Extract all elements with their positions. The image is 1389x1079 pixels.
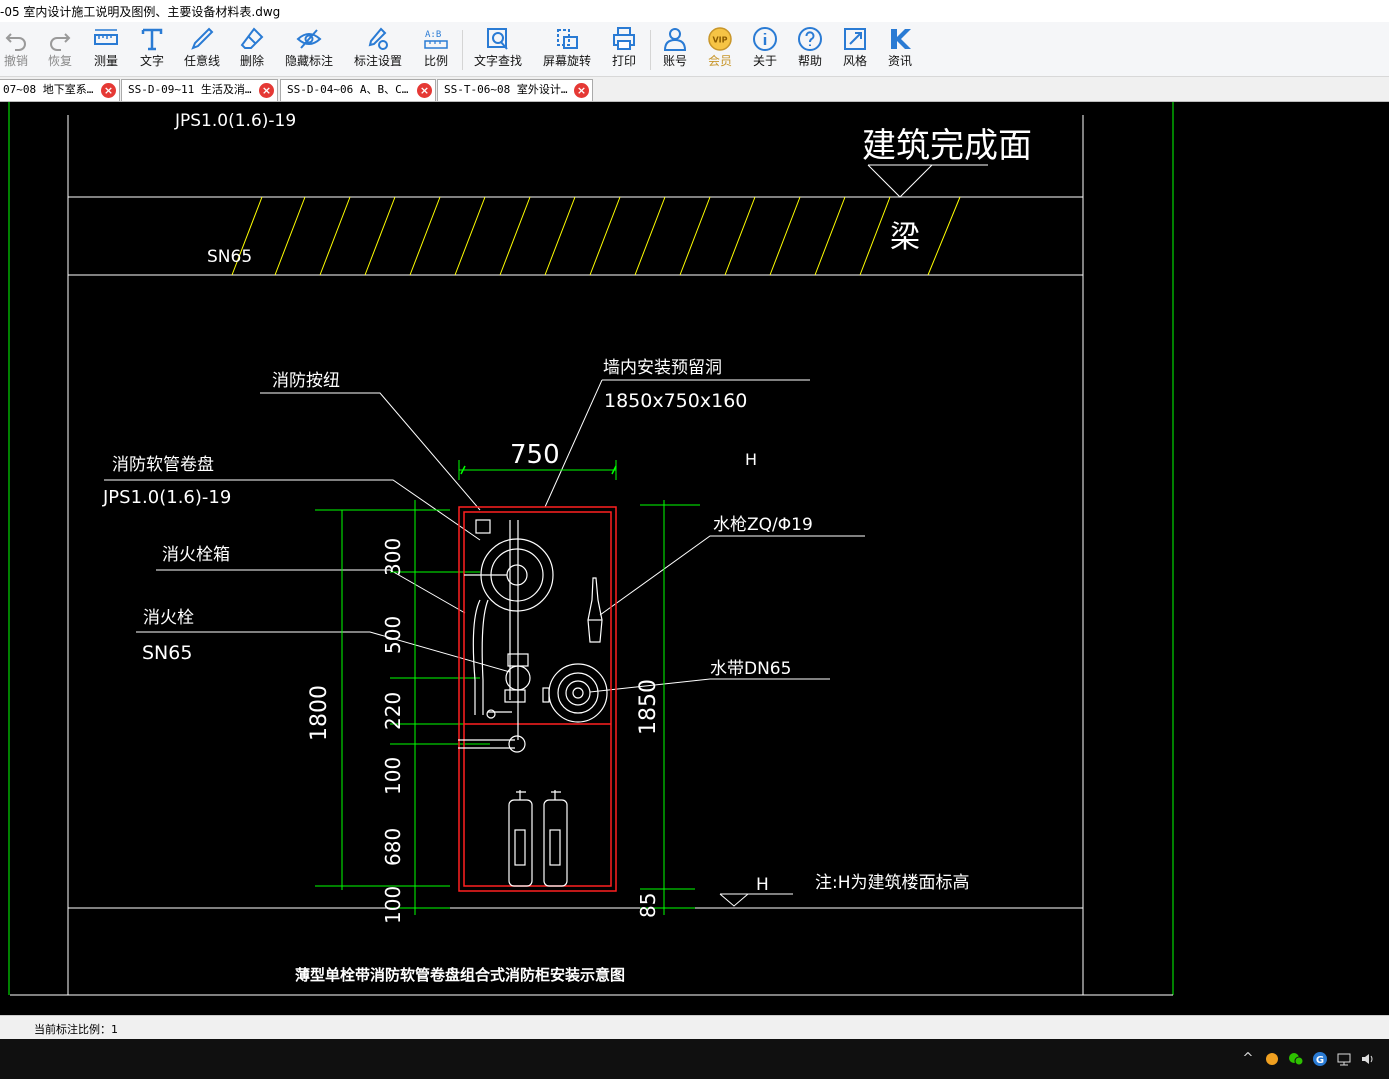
user-icon: [663, 28, 687, 51]
os-taskbar: ^ G: [0, 1039, 1389, 1079]
elevation-note: 注:H为建筑楼面标高: [815, 873, 970, 893]
dim-1850: 1850: [636, 679, 661, 735]
main-toolbar: 撤销 恢复 测量 文字 任意线 删除 隐藏标注 标注设置 A:B 比例 文字查找…: [0, 22, 1389, 77]
h-marker-top: H: [745, 450, 757, 469]
measure-icon: [94, 29, 118, 45]
tab-document-2[interactable]: SS-D-09~11 生活及消… ×: [121, 79, 278, 101]
eraser-icon: [240, 27, 264, 49]
title-bar: -05 室内设计施工说明及图例、主要设备材料表.dwg: [0, 0, 1389, 22]
dim-220: 220: [381, 692, 405, 730]
dim-300: 300: [381, 538, 405, 576]
volume-icon[interactable]: [1360, 1051, 1376, 1067]
freeline-button[interactable]: 任意线: [182, 26, 222, 74]
annotation-settings-button[interactable]: 标注设置: [352, 26, 404, 74]
hose-reel-label: 消防软管卷盘: [112, 455, 214, 475]
beam-label: 梁: [890, 220, 920, 255]
document-tabs: 07~08 地下室系… × SS-D-09~11 生活及消… × SS-D-04…: [0, 77, 1389, 102]
news-button[interactable]: 资讯: [884, 26, 916, 74]
tab-document-1[interactable]: 07~08 地下室系… ×: [0, 79, 120, 101]
annotation-settings-icon: [368, 27, 388, 50]
close-icon[interactable]: ×: [574, 83, 589, 98]
style-button[interactable]: 风格: [839, 26, 871, 74]
chevron-up-icon[interactable]: ^: [1242, 1051, 1254, 1066]
svg-text:G: G: [1316, 1055, 1324, 1066]
reserved-hole-size: 1850x750x160: [604, 390, 747, 412]
dim-100-bottom: 100: [381, 886, 405, 924]
about-button[interactable]: 关于: [749, 26, 781, 74]
hydrant-label: 消火栓: [143, 608, 194, 628]
redo-icon: [50, 33, 71, 51]
news-icon: [891, 29, 911, 49]
text-search-icon: [487, 28, 508, 50]
vip-icon: VIP: [708, 27, 732, 51]
redo-button[interactable]: 恢复: [44, 26, 76, 74]
status-bar: 当前标注比例：1: [0, 1015, 1389, 1040]
dim-100-mid: 100: [381, 757, 405, 795]
vip-button[interactable]: VIP 会员: [704, 26, 736, 74]
hose-label: 水带DN65: [710, 659, 791, 679]
style-icon: [844, 28, 866, 50]
hydrant-model: SN65: [142, 642, 192, 664]
close-icon[interactable]: ×: [417, 83, 432, 98]
width-dimension: 750: [510, 440, 560, 470]
close-icon[interactable]: ×: [101, 83, 116, 98]
drawing-caption: 薄型单栓带消防软管卷盘组合式消防柜安装示意图: [295, 966, 625, 984]
svg-text:A:B: A:B: [425, 30, 441, 40]
h-floor-marker: H: [756, 875, 769, 895]
app-tray-icon[interactable]: [1264, 1051, 1280, 1067]
printer-icon: [613, 27, 635, 50]
scale-button[interactable]: A:B 比例: [420, 26, 452, 74]
window-title: -05 室内设计施工说明及图例、主要设备材料表.dwg: [0, 5, 281, 19]
toolbar-separator: [462, 30, 463, 70]
reserved-hole-label: 墙内安装预留洞: [603, 358, 722, 378]
fire-button-label: 消防按纽: [272, 371, 340, 391]
tab-document-3[interactable]: SS-D-04~06 A、B、C… ×: [280, 79, 436, 101]
tab-document-4[interactable]: SS-T-06~08 室外设计… ×: [437, 79, 593, 101]
dim-85: 85: [636, 893, 660, 918]
cabinet-label: 消火栓箱: [162, 545, 230, 565]
hide-annotations-button[interactable]: 隐藏标注: [283, 26, 335, 74]
help-icon: [798, 27, 822, 51]
hose-reel-model: JPS1.0(1.6)-19: [102, 487, 231, 508]
pen-icon: [191, 27, 214, 50]
screen-rotate-icon: [557, 29, 578, 49]
text-search-button[interactable]: 文字查找: [472, 26, 524, 74]
scale-icon: A:B: [424, 30, 448, 49]
beam-hatch: [231, 196, 961, 276]
print-button[interactable]: 打印: [608, 26, 640, 74]
dim-500: 500: [381, 616, 405, 654]
text-button[interactable]: 文字: [136, 26, 168, 74]
cabinet-outline: [458, 506, 617, 892]
svg-text:VIP: VIP: [712, 36, 727, 45]
toolbar-separator: [650, 30, 651, 70]
dim-1800: 1800: [307, 685, 332, 741]
dim-680: 680: [381, 828, 405, 866]
drawing-canvas[interactable]: JPS1.0(1.6)-19 SN65 建筑完成面 梁: [0, 102, 1389, 1015]
measure-button[interactable]: 测量: [90, 26, 122, 74]
top-model-label: JPS1.0(1.6)-19: [174, 111, 296, 131]
nozzle-label: 水枪ZQ/Φ19: [713, 515, 813, 535]
finished-surface-label: 建筑完成面: [862, 126, 1032, 166]
wechat-icon[interactable]: [1288, 1051, 1304, 1067]
delete-button[interactable]: 删除: [236, 26, 268, 74]
browser-g-icon[interactable]: G: [1312, 1051, 1328, 1067]
close-icon[interactable]: ×: [259, 83, 274, 98]
scale-status: 当前标注比例：1: [34, 1023, 118, 1036]
text-icon: [141, 28, 163, 51]
eye-hide-icon: [296, 29, 322, 49]
help-button[interactable]: 帮助: [794, 26, 826, 74]
screen-rotate-button[interactable]: 屏幕旋转: [541, 26, 593, 74]
network-icon[interactable]: [1336, 1051, 1352, 1067]
info-icon: [753, 27, 777, 51]
sn65-label-top: SN65: [207, 247, 252, 267]
account-button[interactable]: 账号: [659, 26, 691, 74]
undo-button[interactable]: 撤销: [0, 26, 32, 74]
undo-icon: [5, 33, 26, 51]
